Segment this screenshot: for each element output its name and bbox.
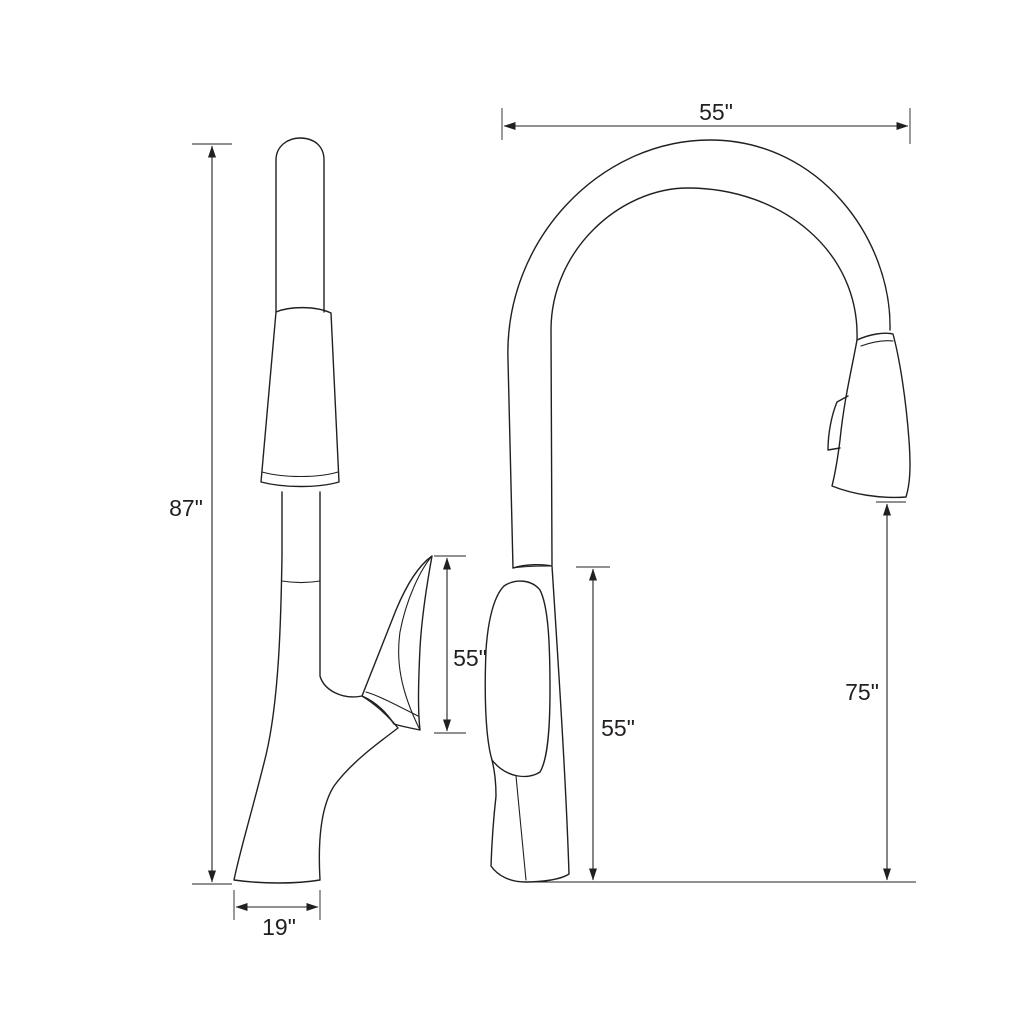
side-handle xyxy=(361,555,433,731)
side-body-seam xyxy=(281,580,321,584)
front-spout-outer xyxy=(507,139,891,569)
front-body-height-label: 55" xyxy=(601,715,635,741)
side-base-width-label: 19" xyxy=(262,914,296,940)
front-spout-inner xyxy=(550,187,858,566)
side-collar xyxy=(260,306,340,488)
front-spray-head xyxy=(831,332,911,499)
front-spout-clearance-label: 75" xyxy=(845,679,879,705)
side-handle-height-label: 55" xyxy=(453,645,487,671)
side-handle-shadow xyxy=(365,691,419,717)
dim-side-handle-height: 55" xyxy=(434,555,487,734)
front-spray-button xyxy=(827,395,849,451)
front-body xyxy=(490,563,570,883)
front-handle-seam xyxy=(515,775,527,881)
dim-front-spout-reach: 55" xyxy=(501,99,911,144)
dim-front-body-height: 55" xyxy=(576,566,635,881)
side-spray-head xyxy=(275,137,325,313)
front-spout-reach-label: 55" xyxy=(699,99,733,125)
front-spray-band xyxy=(860,340,894,347)
side-view-faucet xyxy=(233,137,433,884)
dim-front-spout-clearance: 75" xyxy=(845,501,906,881)
side-total-height-label: 87" xyxy=(169,495,203,521)
front-neck-seam xyxy=(512,565,553,569)
side-collar-band xyxy=(261,471,339,477)
dim-side-base-width: 19" xyxy=(233,890,321,940)
front-view-faucet xyxy=(484,139,916,883)
side-body xyxy=(233,491,399,884)
front-handle xyxy=(484,580,551,778)
dim-side-total-height: 87" xyxy=(169,143,232,885)
side-handle-inner-edge xyxy=(398,555,433,731)
